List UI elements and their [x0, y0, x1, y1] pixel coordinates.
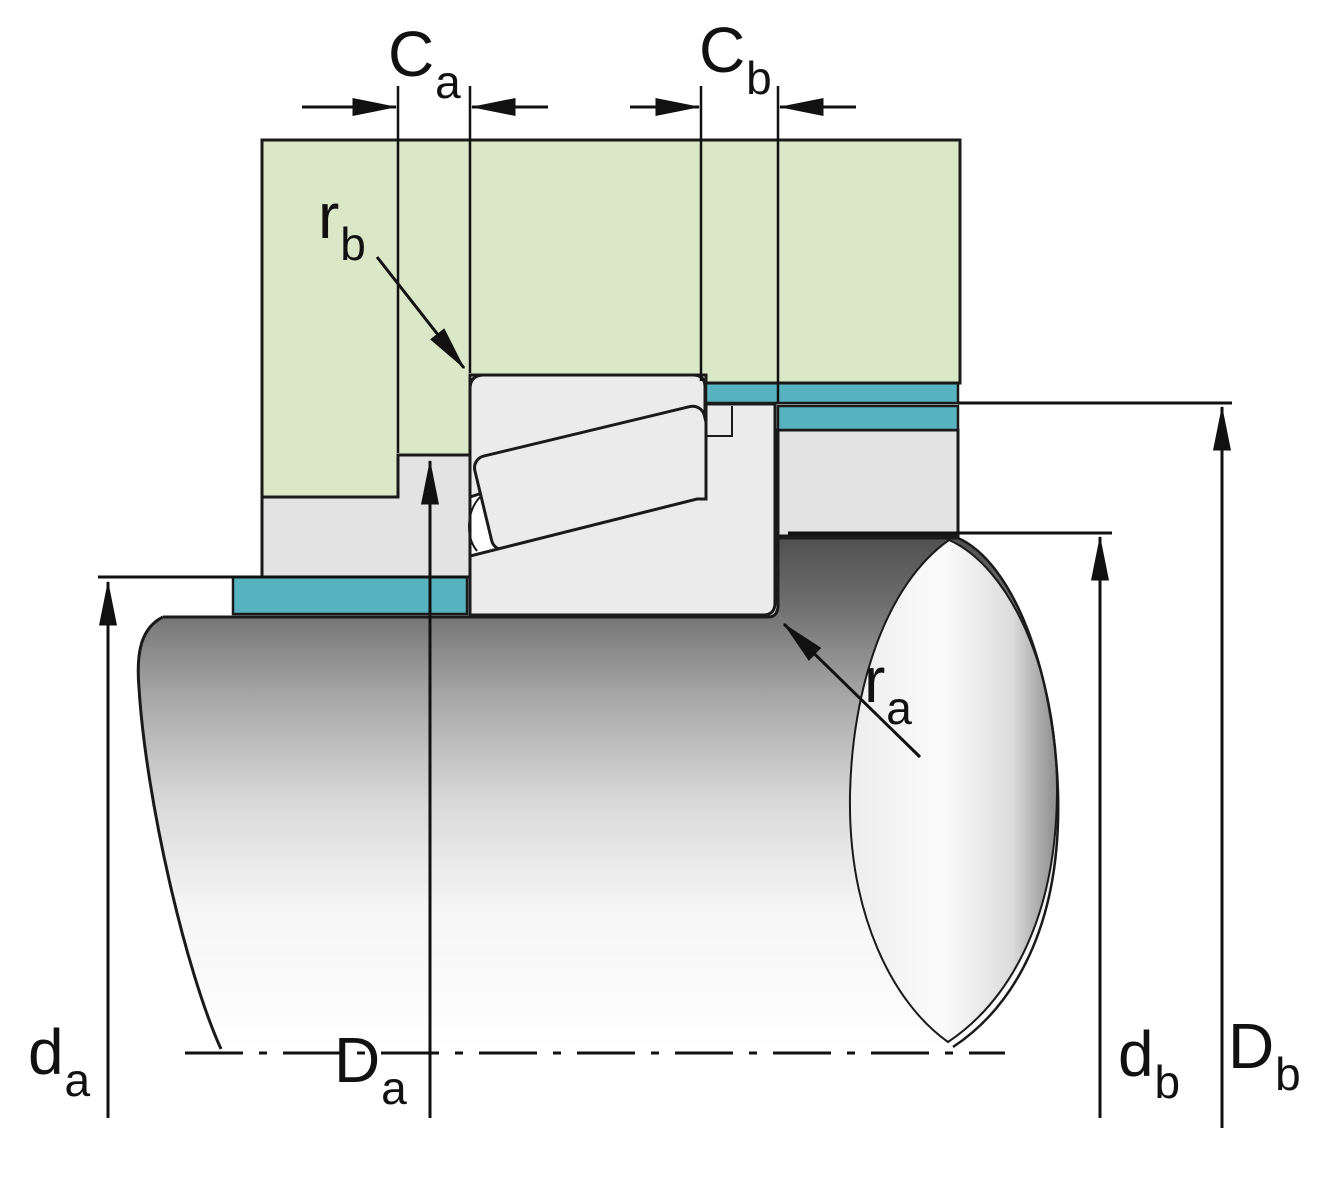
label-Ca: Ca [388, 18, 461, 109]
label-Db: Db [1228, 1010, 1301, 1101]
label-Da: Da [334, 1024, 407, 1115]
label-db: db [1118, 1018, 1181, 1109]
shaft-left-edge [136, 615, 223, 1050]
housing-right-block [776, 428, 960, 538]
shaft-right-edge [952, 536, 1060, 1049]
label-ra: ra [864, 644, 912, 735]
housing-green [260, 138, 962, 499]
label-da: da [28, 1016, 91, 1107]
seal-strip-upper-right [704, 381, 960, 405]
bearing-inner-ring [468, 402, 777, 617]
bearing-cage-hook [468, 496, 481, 552]
shaft-top-and-shoulder-edge [163, 536, 958, 619]
seal-ring-left [231, 575, 469, 616]
label-Cb: Cb [699, 14, 772, 105]
seal-strip-lower-right [776, 404, 960, 432]
label-rb: rb [318, 180, 366, 271]
leader-rb [375, 256, 466, 370]
bearing-cage-notch [706, 406, 733, 437]
leader-ra [782, 622, 922, 759]
